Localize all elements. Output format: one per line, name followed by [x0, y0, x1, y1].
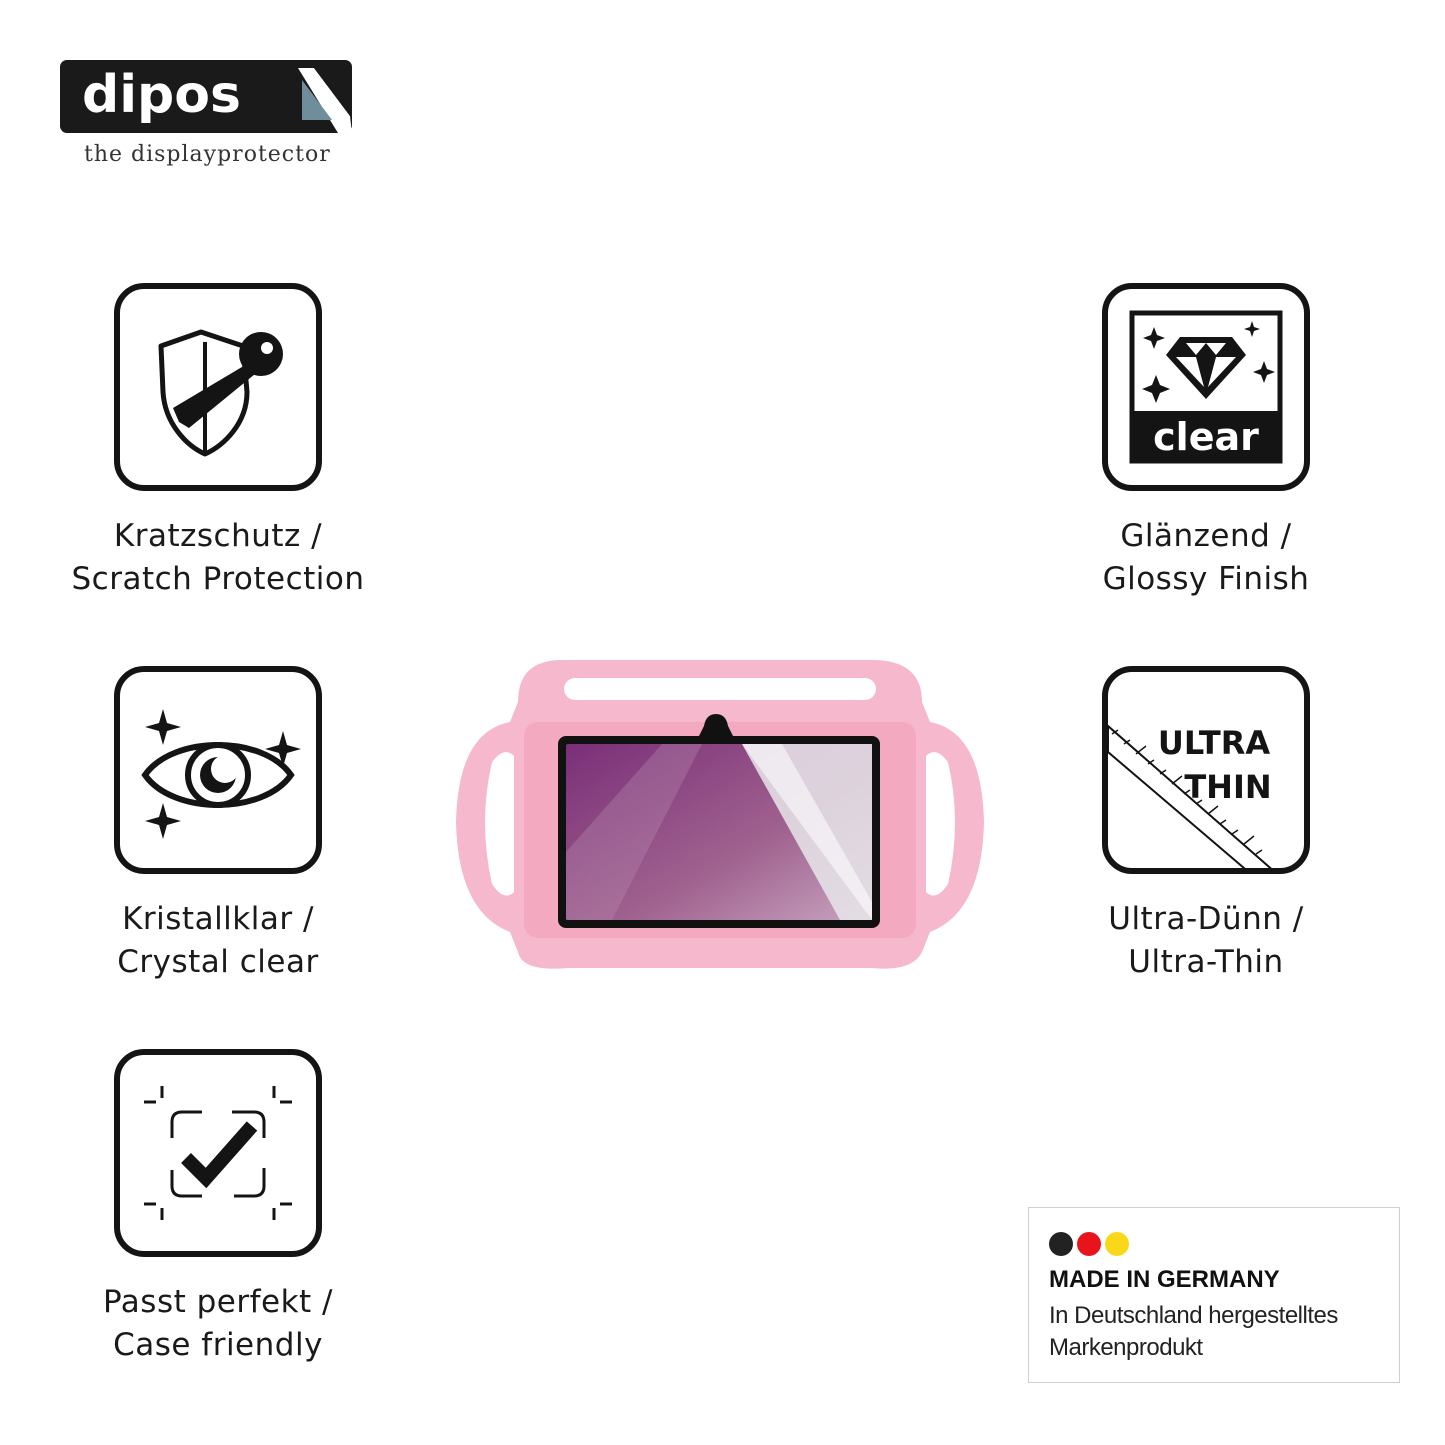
ultra-badge-text: ULTRA [1158, 724, 1271, 762]
made-in-germany-badge: MADE IN GERMANY In Deutschland hergestel… [1028, 1207, 1400, 1383]
feature-label-de: Kratzschutz / [113, 518, 323, 554]
shield-key-icon [158, 329, 283, 457]
product-image [452, 652, 988, 980]
feature-label-de: Kristallklar / [122, 901, 314, 937]
feature-icon-box [114, 283, 322, 491]
brand-name: dipos [82, 65, 241, 125]
feature-case-friendly: Passt perfekt / Case friendly [48, 1049, 388, 1367]
pink-kids-tablet-case [456, 660, 984, 969]
feature-scratch-protection: Kratzschutz / Scratch Protection [48, 283, 388, 601]
feature-label-en: Crystal clear [117, 944, 319, 980]
brand-logo: dipos the displayprotector [60, 60, 360, 180]
feature-label-de: Glänzend / [1120, 518, 1292, 554]
ultra-thin-ruler-icon: ULTRA THIN [1108, 724, 1272, 868]
feature-label: Kristallklar / Crystal clear [48, 898, 388, 984]
brand-tagline: the displayprotector [84, 142, 331, 167]
eye-sparkle-icon [141, 709, 301, 839]
flag-dot-black [1049, 1232, 1073, 1256]
checkmark-frame-icon [144, 1086, 292, 1220]
feature-label-en: Ultra-Thin [1128, 944, 1284, 980]
flag-dot-red [1077, 1232, 1101, 1256]
feature-label: Passt perfekt / Case friendly [48, 1281, 388, 1367]
feature-ultra-thin: ULTRA THIN Ultra-Dünn / Ultra-Thin [1036, 666, 1376, 984]
feature-label-en: Case friendly [113, 1327, 323, 1363]
feature-crystal-clear: Kristallklar / Crystal clear [48, 666, 388, 984]
feature-icon-box: ULTRA THIN [1102, 666, 1310, 874]
feature-label: Kratzschutz / Scratch Protection [48, 515, 388, 601]
german-flag-dots [1049, 1232, 1133, 1258]
thin-badge-text: THIN [1184, 768, 1271, 806]
feature-icon-box [114, 1049, 322, 1257]
flag-dot-gold [1105, 1232, 1129, 1256]
feature-label-en: Scratch Protection [71, 561, 365, 597]
logo-plate: dipos [60, 60, 352, 133]
feature-label: Glänzend / Glossy Finish [1036, 515, 1376, 601]
origin-line-1: In Deutschland hergestelltes [1049, 1302, 1338, 1329]
diamond-clear-icon: clear [1129, 310, 1283, 464]
origin-subtitle: In Deutschland hergestelltes Markenprodu… [1049, 1300, 1338, 1364]
clear-badge-text: clear [1153, 415, 1259, 459]
feature-label-de: Ultra-Dünn / [1108, 901, 1304, 937]
feature-glossy-finish: clear Glänzend / Glossy Finish [1036, 283, 1376, 601]
page-fold-icon [298, 68, 352, 133]
origin-title: MADE IN GERMANY [1049, 1266, 1280, 1293]
feature-label-de: Passt perfekt / [103, 1284, 333, 1320]
feature-label: Ultra-Dünn / Ultra-Thin [1036, 898, 1376, 984]
feature-icon-box: clear [1102, 283, 1310, 491]
feature-label-en: Glossy Finish [1102, 561, 1310, 597]
origin-line-2: Markenprodukt [1049, 1334, 1203, 1361]
feature-icon-box [114, 666, 322, 874]
